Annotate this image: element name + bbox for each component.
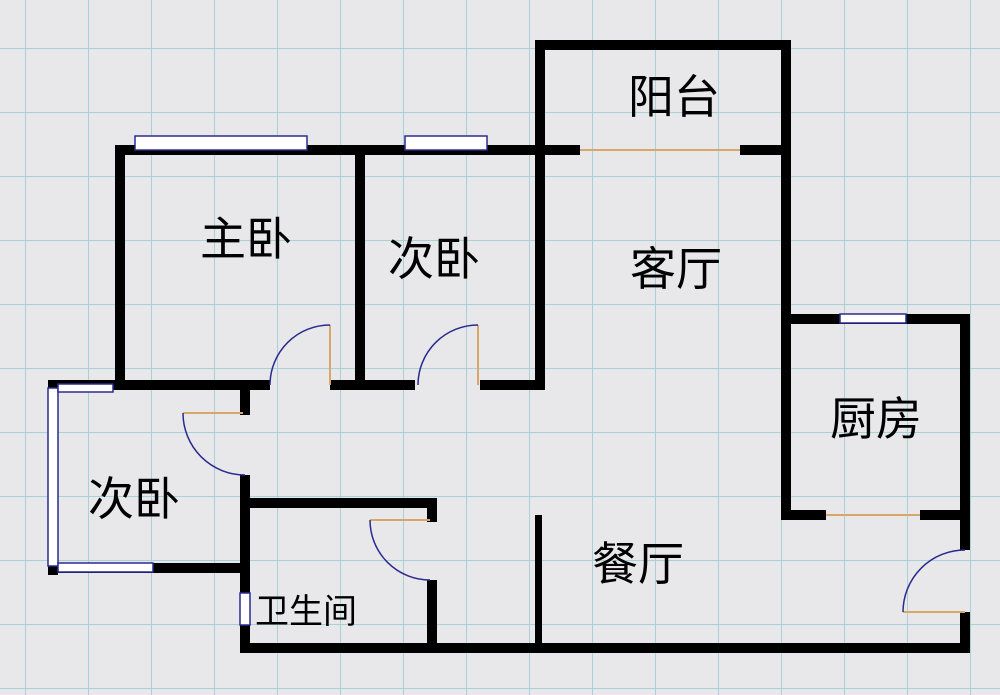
window-kitchen: [839, 313, 907, 324]
doors: [182, 149, 966, 613]
label-third-bedroom: 次卧: [88, 472, 180, 526]
window-left: [47, 387, 59, 567]
label-dining-room: 餐厅: [592, 537, 684, 591]
label-master-bedroom: 主卧: [200, 212, 292, 266]
entry-door-arc: [902, 549, 966, 613]
label-second-bedroom: 次卧: [388, 232, 480, 286]
second-door-arc: [417, 324, 479, 386]
left-bedroom-door-arc: [182, 412, 246, 476]
window-left-top: [57, 383, 114, 393]
window-second-bedroom: [404, 135, 488, 151]
label-bathroom: 卫生间: [255, 592, 357, 632]
bathroom-door-arc: [369, 519, 431, 581]
windows: [47, 135, 907, 626]
label-kitchen: 厨房: [830, 392, 922, 446]
window-master: [134, 135, 308, 151]
master-door-arc: [269, 324, 331, 386]
label-balcony: 阳台: [628, 70, 720, 124]
window-left-bottom: [57, 562, 154, 573]
room-labels: 阳台 主卧 次卧 客厅 厨房 次卧 餐厅 卫生间: [88, 70, 922, 632]
label-living-room: 客厅: [630, 242, 722, 296]
window-bathroom: [239, 592, 251, 626]
